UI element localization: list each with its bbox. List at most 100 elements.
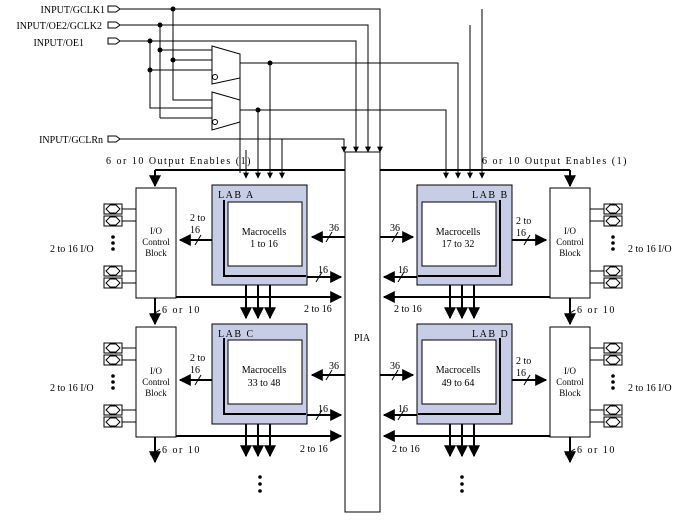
continuation-dot <box>611 235 615 239</box>
input-gclrn-label: INPUT/GCLRn <box>39 135 103 146</box>
lab-a-macro-line2: 1 to 16 <box>250 239 278 250</box>
continuation-dot <box>611 241 615 245</box>
pia-block: PIA <box>344 151 381 513</box>
io-pin-cell-icon <box>105 216 121 226</box>
svg-text:6 or 10: 6 or 10 <box>162 305 201 316</box>
io-pin-cell-icon <box>605 355 621 365</box>
io-pin-cell-icon <box>605 278 621 288</box>
io-pin-cell-icon <box>605 266 621 276</box>
continuation-dot <box>111 247 115 251</box>
lab-c-macro-line2: 33 to 48 <box>248 378 281 389</box>
svg-text:36: 36 <box>390 223 400 234</box>
lab-a-title: LAB A <box>218 190 255 201</box>
io-pin-cells <box>103 203 623 428</box>
io-pin-cell-icon <box>105 355 121 365</box>
svg-text:Block: Block <box>559 248 581 258</box>
io-control-block-bottom-left: I/O Control Block <box>135 326 177 438</box>
continuation-dot <box>111 380 115 384</box>
svg-text:6 or 10: 6 or 10 <box>577 445 616 456</box>
continuation-dot <box>111 235 115 239</box>
svg-text:6 or 10: 6 or 10 <box>162 445 201 456</box>
io-control-block-bottom-right: I/O Control Block <box>549 326 591 438</box>
svg-text:16: 16 <box>318 404 328 415</box>
io-pins-label-top-left: 2 to 16 I/O <box>50 244 94 255</box>
continuation-dot <box>111 386 115 390</box>
svg-text:Control: Control <box>142 377 170 387</box>
gclrn-pin-icon <box>107 135 121 143</box>
lab-b-macro-line2: 17 to 32 <box>442 239 475 250</box>
pia-label: PIA <box>354 333 371 344</box>
io-control-block-top-left: I/O Control Block <box>135 187 177 299</box>
svg-text:I/O: I/O <box>150 226 162 236</box>
svg-text:2 to: 2 to <box>516 216 531 227</box>
svg-text:16: 16 <box>318 265 328 276</box>
io-pin-cell-icon <box>105 204 121 214</box>
io-pin-cell-icon <box>605 417 621 427</box>
output-enables-left-label: 6 or 10 Output Enables (1) <box>106 156 252 167</box>
svg-text:36: 36 <box>329 223 339 234</box>
continuation-dot <box>611 386 615 390</box>
continuation-dot <box>111 374 115 378</box>
io-pin-cell-icon <box>105 405 121 415</box>
input-gclk1-label: INPUT/GCLK1 <box>41 5 105 16</box>
svg-text:2 to: 2 to <box>190 353 205 364</box>
svg-text:16: 16 <box>516 228 526 239</box>
svg-text:36: 36 <box>390 361 400 372</box>
lab-b-title: LAB B <box>472 190 509 201</box>
lab-c-macro-line1: Macrocells <box>242 365 287 376</box>
io-pins-label-bottom-right: 2 to 16 I/O <box>628 383 672 394</box>
svg-text:16: 16 <box>190 365 200 376</box>
svg-text:16: 16 <box>398 404 408 415</box>
io-pins-label-bottom-left: 2 to 16 I/O <box>50 383 94 394</box>
svg-text:Control: Control <box>142 237 170 247</box>
input-oe1-label: INPUT/OE1 <box>33 38 84 49</box>
lab-b: LAB B Macrocells 17 to 32 <box>416 184 513 286</box>
lab-a: LAB A Macrocells 1 to 16 <box>211 184 308 286</box>
svg-text:I/O: I/O <box>564 226 576 236</box>
continuation-dot <box>611 247 615 251</box>
lab-d-macro-line1: Macrocells <box>436 365 481 376</box>
io-pin-cell-icon <box>105 343 121 353</box>
io-control-block-top-right: I/O Control Block <box>549 187 591 299</box>
svg-text:2 to 16: 2 to 16 <box>304 304 332 315</box>
continuation-dot <box>611 374 615 378</box>
oe1-pin-icon <box>107 37 121 45</box>
continuation-dot <box>111 241 115 245</box>
lab-a-macro-line1: Macrocells <box>242 227 287 238</box>
io-pin-cell-icon <box>105 417 121 427</box>
io-pin-cell-icon <box>105 266 121 276</box>
svg-text:2 to 16: 2 to 16 <box>300 444 328 455</box>
svg-text:2 to: 2 to <box>516 356 531 367</box>
svg-text:6 or 10: 6 or 10 <box>577 305 616 316</box>
input-oe2-gclk2-label: INPUT/OE2/GCLK2 <box>16 21 102 32</box>
svg-text:Block: Block <box>559 388 581 398</box>
global-inputs: INPUT/GCLK1 INPUT/OE2/GCLK2 INPUT/OE1 IN… <box>16 5 381 150</box>
svg-text:16: 16 <box>398 265 408 276</box>
svg-text:16: 16 <box>516 368 526 379</box>
lab-b-macro-line1: Macrocells <box>436 227 481 238</box>
lab-d-title: LAB D <box>472 329 509 340</box>
svg-text:2 to 16: 2 to 16 <box>392 444 420 455</box>
svg-text:36: 36 <box>329 361 339 372</box>
svg-text:Control: Control <box>556 377 584 387</box>
svg-text:2 to 16: 2 to 16 <box>394 304 422 315</box>
continuation-dot <box>611 380 615 384</box>
svg-text:I/O: I/O <box>564 366 576 376</box>
io-pin-cell-icon <box>605 343 621 353</box>
io-pin-cell-icon <box>105 278 121 288</box>
svg-text:I/O: I/O <box>150 366 162 376</box>
svg-text:16: 16 <box>190 225 200 236</box>
io-pins-label-top-right: 2 to 16 I/O <box>628 244 672 255</box>
lab-d: LAB D Macrocells 49 to 64 <box>416 323 513 425</box>
lab-c: LAB C Macrocells 33 to 48 <box>211 323 308 425</box>
svg-text:2 to: 2 to <box>190 213 205 224</box>
svg-text:Block: Block <box>145 388 167 398</box>
svg-text:Control: Control <box>556 237 584 247</box>
lab-c-title: LAB C <box>218 329 255 340</box>
io-pin-cell-icon <box>605 405 621 415</box>
io-pin-cell-icon <box>605 204 621 214</box>
lab-d-macro-line2: 49 to 64 <box>442 378 475 389</box>
oe2-gclk2-pin-icon <box>107 21 121 29</box>
